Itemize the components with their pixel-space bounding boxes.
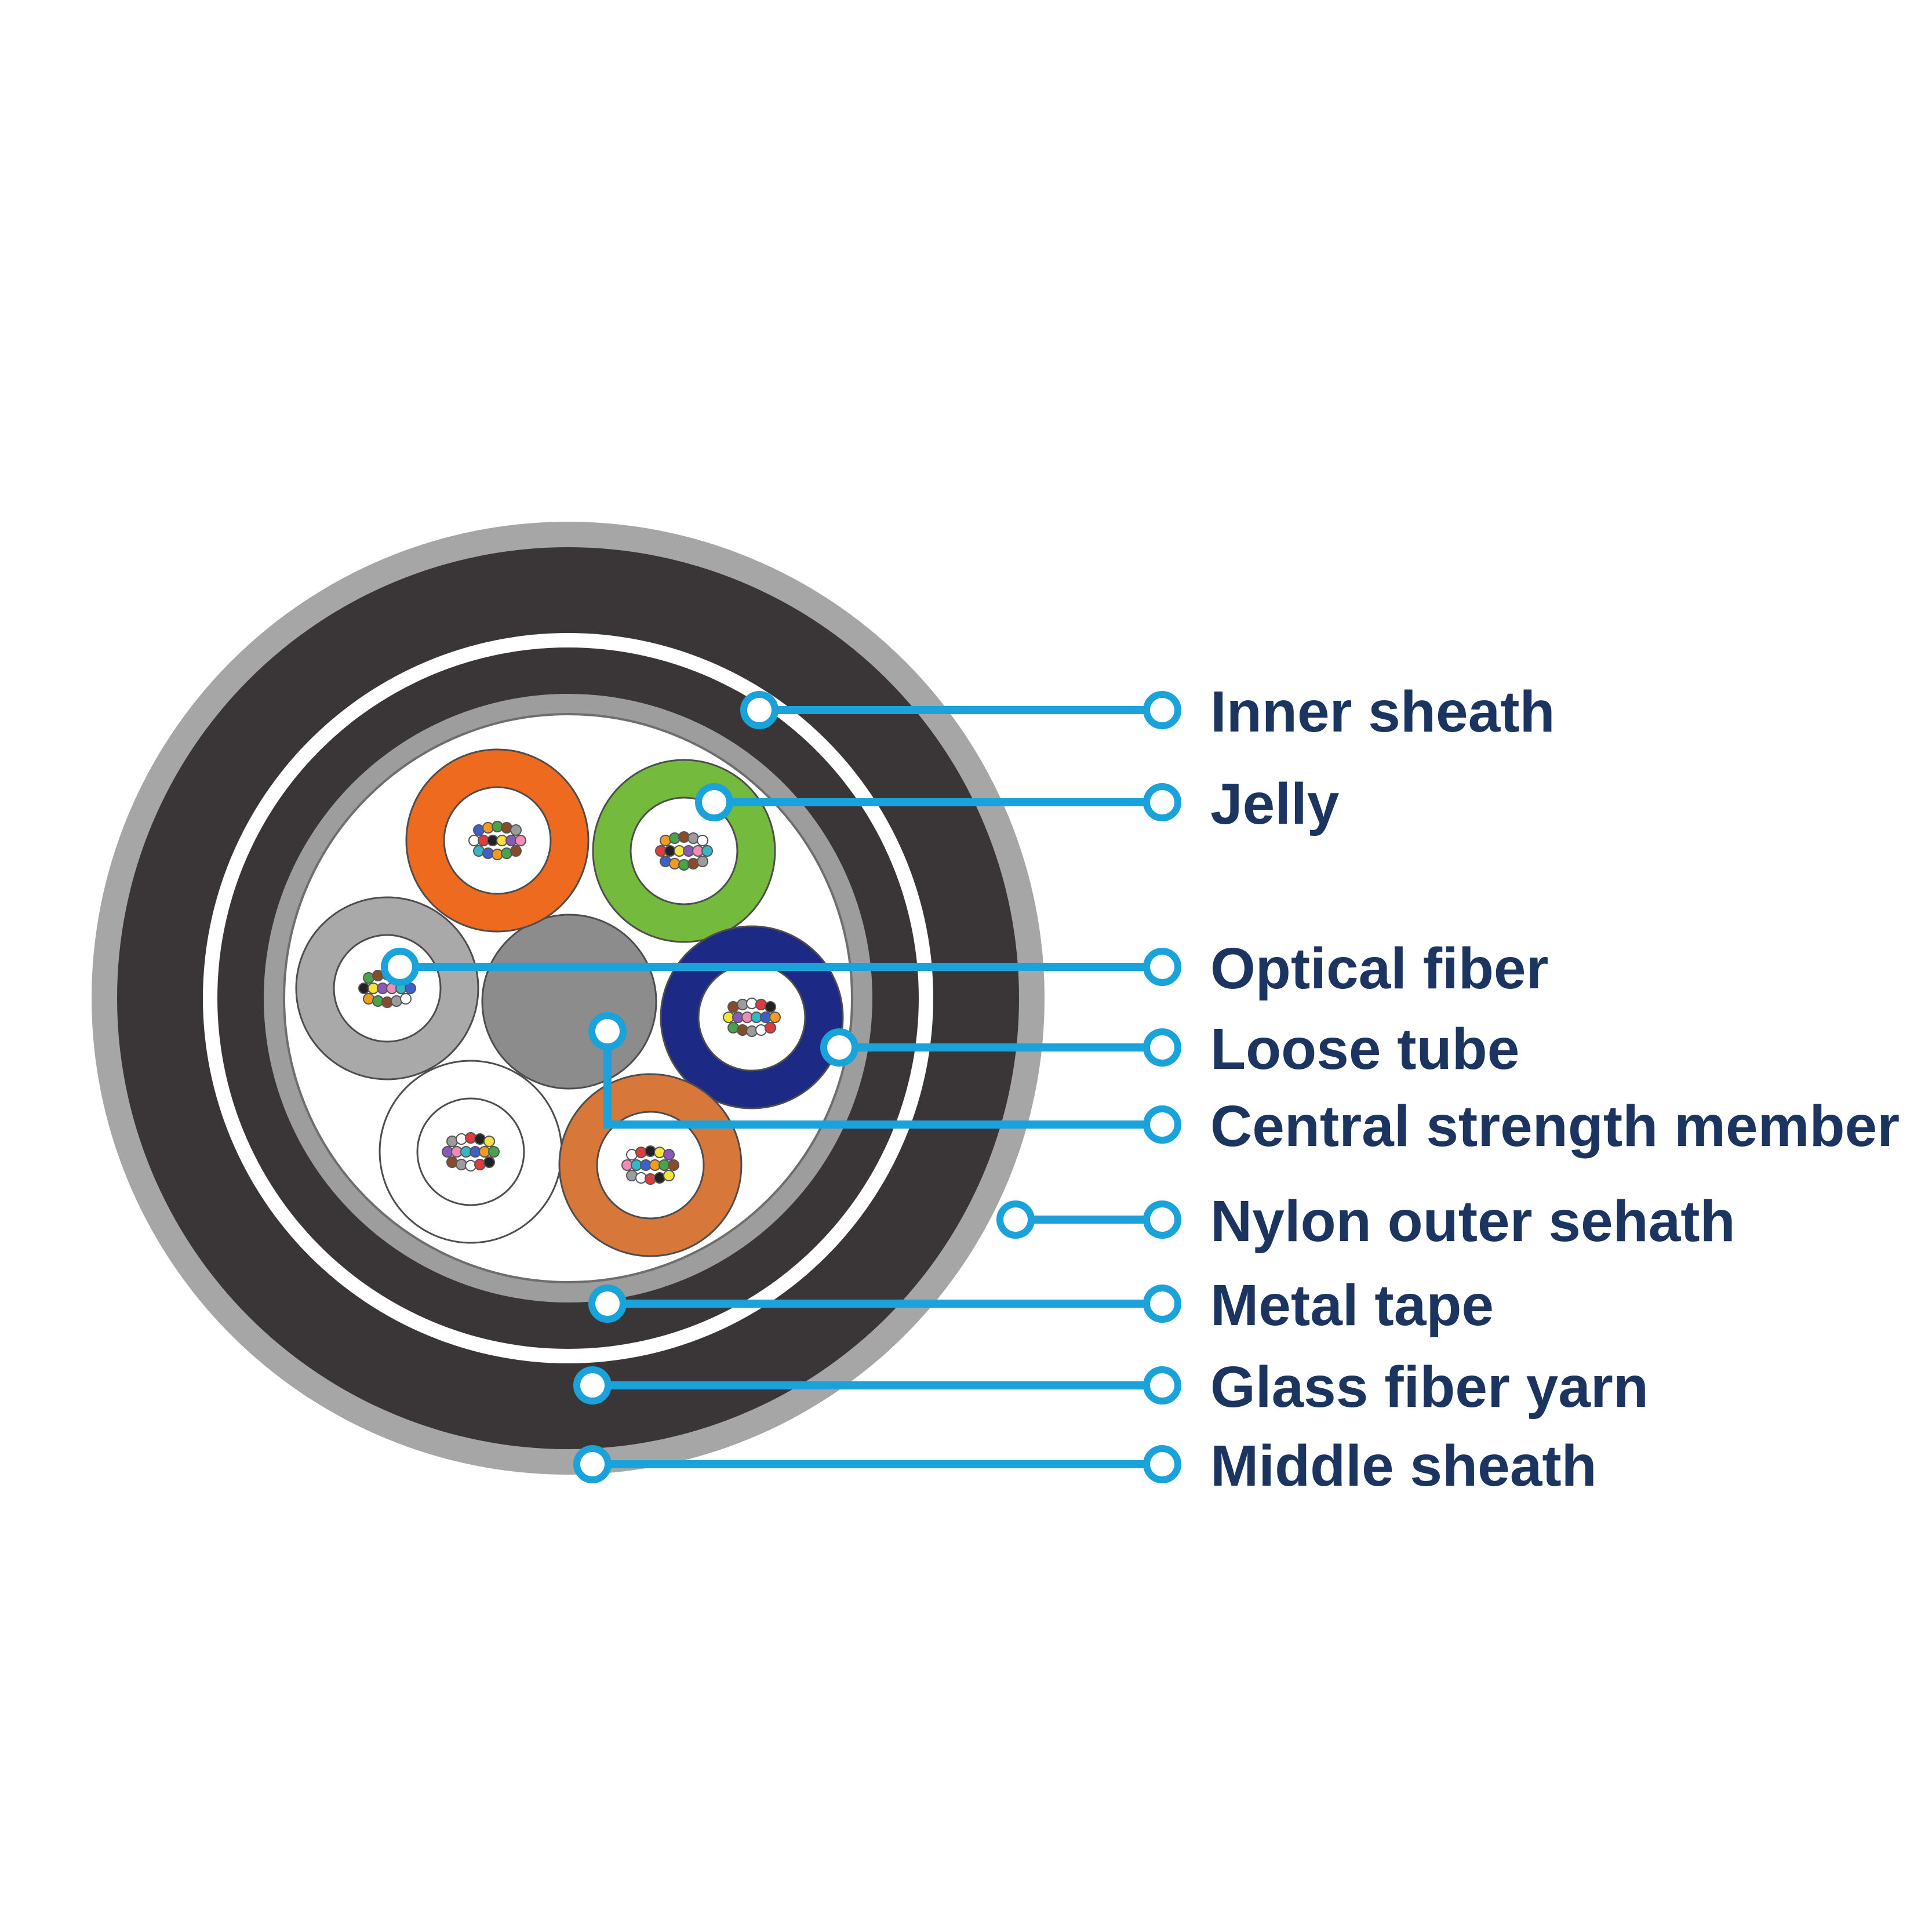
central-strength-member-rod bbox=[481, 914, 657, 1090]
optical-fiber-strand bbox=[697, 835, 708, 846]
optical-fiber-strand bbox=[769, 1012, 781, 1023]
point-optical-fiber bbox=[381, 948, 419, 986]
point-nylon-outer-sheath bbox=[996, 1200, 1035, 1239]
point-central-strength-member bbox=[588, 1012, 627, 1050]
label-metal-tape: Metal tape bbox=[1210, 1273, 1494, 1338]
end-inner-sheath bbox=[1143, 691, 1181, 729]
optical-fiber-strand bbox=[663, 1149, 675, 1160]
label-glass-fiber-yarn: Glass fiber yarn bbox=[1210, 1355, 1649, 1420]
optical-fiber-strand bbox=[765, 1022, 776, 1034]
end-jelly bbox=[1143, 783, 1181, 821]
leader-central-strength-member bbox=[603, 1031, 1162, 1129]
label-inner-sheath: Inner sheath bbox=[1210, 679, 1555, 744]
label-nylon-outer-sheath: Nylon outer sehath bbox=[1210, 1189, 1735, 1254]
optical-fiber-strand bbox=[515, 835, 526, 846]
point-middle-sheath bbox=[573, 1445, 612, 1483]
optical-fiber-strand bbox=[510, 845, 522, 857]
optical-fiber-strand bbox=[405, 983, 416, 994]
optical-fiber-strand bbox=[400, 993, 412, 1005]
end-loose-tube bbox=[1143, 1028, 1181, 1067]
end-nylon-outer-sheath bbox=[1143, 1200, 1181, 1239]
fiber-bundle bbox=[621, 1145, 679, 1185]
fiber-bundle bbox=[468, 821, 526, 860]
optical-fiber-bundles bbox=[358, 821, 781, 1185]
optical-fiber-strand bbox=[510, 824, 522, 836]
point-glass-fiber-yarn bbox=[573, 1366, 612, 1405]
end-metal-tape bbox=[1143, 1285, 1181, 1323]
optical-fiber-strand bbox=[488, 1146, 500, 1158]
label-middle-sheath: Middle sheath bbox=[1210, 1433, 1597, 1498]
end-middle-sheath bbox=[1143, 1445, 1181, 1483]
cable-cross-section bbox=[92, 522, 1045, 1475]
fiber-bundle bbox=[442, 1132, 500, 1171]
optical-fiber-strand bbox=[765, 1001, 776, 1013]
label-optical-fiber: Optical fiber bbox=[1210, 936, 1548, 1001]
optical-fiber-strand bbox=[701, 845, 713, 857]
end-glass-fiber-yarn bbox=[1143, 1366, 1181, 1405]
point-inner-sheath bbox=[740, 691, 778, 729]
callout-lines bbox=[400, 706, 1162, 1468]
end-optical-fiber bbox=[1143, 948, 1181, 986]
optical-fiber-strand bbox=[663, 1170, 675, 1181]
point-metal-tape bbox=[588, 1285, 627, 1323]
optical-fiber-strand bbox=[483, 1156, 495, 1168]
optical-fiber-strand bbox=[668, 1159, 679, 1171]
point-jelly bbox=[695, 783, 733, 821]
callout-labels: Inner sheath Jelly Optical fiber Loose t… bbox=[1210, 679, 1900, 1498]
point-loose-tube bbox=[820, 1028, 858, 1067]
fiber-bundle bbox=[723, 998, 781, 1037]
end-central-strength-member bbox=[1143, 1105, 1181, 1144]
label-central-strength-member: Central strength member bbox=[1210, 1094, 1900, 1159]
label-jelly: Jelly bbox=[1210, 772, 1340, 836]
optical-fiber-strand bbox=[483, 1136, 495, 1147]
label-loose-tube: Loose tube bbox=[1210, 1017, 1519, 1082]
optical-fiber-strand bbox=[697, 856, 708, 867]
callout-points bbox=[381, 691, 1181, 1483]
fiber-bundle bbox=[655, 831, 713, 871]
